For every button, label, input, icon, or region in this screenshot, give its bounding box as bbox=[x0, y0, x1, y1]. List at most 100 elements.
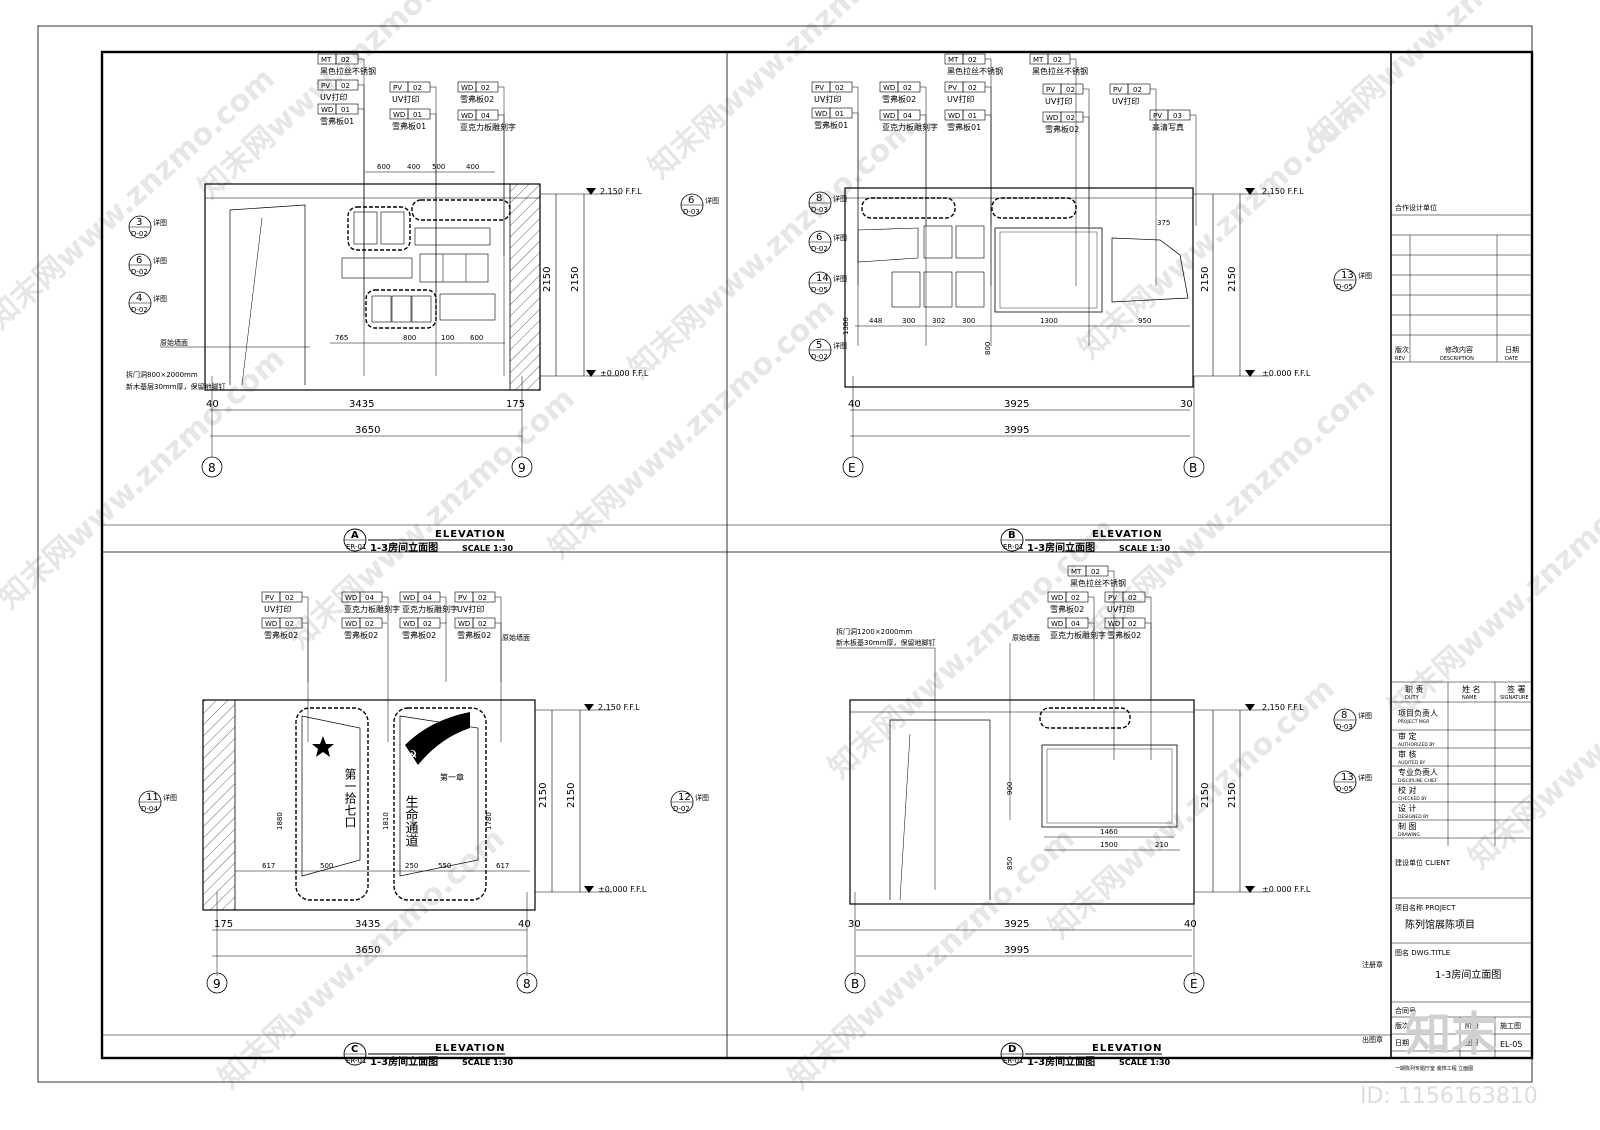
section-detail-label: 详图 bbox=[833, 194, 847, 203]
top-dim: 600 bbox=[377, 163, 390, 171]
callout-tag: WD bbox=[1051, 620, 1063, 628]
callout-tag: PV bbox=[265, 594, 274, 602]
callout-num: 02 bbox=[1066, 114, 1075, 122]
section-sheet: D-05 bbox=[1336, 785, 1353, 793]
height-dim-label: 2150 bbox=[1200, 783, 1211, 808]
inner-dim: 800 bbox=[403, 334, 416, 342]
elevation-letter: C bbox=[351, 1044, 358, 1055]
role-label: 项目负责人 bbox=[1398, 708, 1438, 718]
section-detail-label: 详图 bbox=[705, 196, 719, 205]
grid-bubble-icon bbox=[1183, 972, 1205, 994]
callout-tag: WD bbox=[1051, 594, 1063, 602]
section-detail-label: 详图 bbox=[153, 294, 167, 303]
elevation-scale: SCALE 1:30 bbox=[462, 544, 514, 553]
top-dim: 550 bbox=[438, 862, 451, 870]
title-block: 合作设计单位 版次 修改内容 日期 REV DESCRIPTION DATE 项… bbox=[1362, 51, 1533, 1072]
callout-num: 02 bbox=[968, 84, 977, 92]
display-board-inner bbox=[999, 231, 1098, 309]
text-panel bbox=[414, 227, 491, 246]
elevation-word: ELEVATION bbox=[1092, 529, 1162, 540]
section-sheet: D-04 bbox=[141, 805, 158, 813]
dim-total: 3650 bbox=[355, 945, 380, 956]
photo bbox=[955, 271, 985, 308]
callout-num: 02 bbox=[413, 84, 422, 92]
section-number: 14 bbox=[816, 273, 829, 284]
top-dim: 617 bbox=[496, 862, 509, 870]
photo bbox=[411, 295, 432, 323]
callout-label: 雪弗板02 bbox=[882, 94, 916, 104]
level-marker-icon bbox=[586, 370, 596, 377]
brand-logo: 知末 bbox=[1405, 1007, 1497, 1061]
callout-label: 雪弗板01 bbox=[947, 122, 981, 132]
callout-num: 01 bbox=[835, 110, 844, 118]
art-tag: 第一章 bbox=[440, 772, 464, 782]
dim-small-0: 30 bbox=[848, 919, 861, 930]
callout-tag: WD bbox=[265, 620, 277, 628]
callout-num: 01 bbox=[413, 111, 422, 119]
section-detail-label: 详图 bbox=[833, 233, 847, 242]
rev-header-0: 版次 bbox=[1395, 345, 1409, 354]
height-dim-label: 2150 bbox=[1227, 267, 1238, 292]
elevation-scale: SCALE 1:30 bbox=[1119, 544, 1171, 553]
revision-table bbox=[1391, 234, 1532, 363]
title-block-frame bbox=[1390, 51, 1533, 1059]
level-marker-icon bbox=[584, 886, 594, 893]
inner-dim: 1880 bbox=[276, 812, 284, 830]
callout-label: 雪弗板02 bbox=[402, 630, 436, 640]
elevation-subtitle: 1-3房间立面图 bbox=[370, 541, 438, 554]
callout-tag: WD bbox=[1046, 114, 1058, 122]
dim-small-0: 175 bbox=[214, 919, 233, 930]
door-opening bbox=[889, 719, 991, 900]
callout-tag: WD bbox=[815, 110, 827, 118]
callout-label: UV打印 bbox=[947, 94, 974, 104]
level-marker-icon bbox=[584, 704, 594, 711]
callout-label: UV打印 bbox=[814, 94, 841, 104]
watermark-layer: 知末网www.znzmo.com知末网www.znzmo.com知末网www.z… bbox=[0, 0, 1600, 1096]
role-label-en: PROJECT MGR bbox=[1398, 719, 1429, 725]
callout-tag: PV bbox=[458, 594, 467, 602]
callout-num: 02 bbox=[478, 594, 487, 602]
date-label: 日期 bbox=[1395, 1039, 1409, 1047]
inner-dim: 1380 bbox=[842, 317, 850, 335]
callout-tag: WD bbox=[461, 84, 473, 92]
callout-label: 亚克力板雕刻字 bbox=[402, 604, 458, 614]
callout-num: 02 bbox=[1053, 56, 1062, 64]
rev-header-en-1: DESCRIPTION bbox=[1440, 356, 1474, 362]
section-detail-label: 详图 bbox=[153, 218, 167, 227]
role-label-en: DISCIPLINE CHIEF bbox=[1398, 778, 1438, 784]
height-dim-label: 2150 bbox=[570, 267, 581, 292]
dim-small-2: 30 bbox=[1180, 399, 1193, 410]
stamp-label: 注册章 bbox=[1362, 960, 1383, 969]
wall-outline bbox=[202, 699, 536, 911]
callout-num: 02 bbox=[1128, 620, 1137, 628]
door-swing bbox=[899, 733, 911, 901]
callout-label: UV打印 bbox=[1045, 96, 1072, 106]
elevation-sheet-ref: ER-01 bbox=[1003, 543, 1023, 551]
section-detail-label: 详图 bbox=[833, 274, 847, 283]
level-marker-icon bbox=[1245, 704, 1255, 711]
grid-label: 9 bbox=[213, 977, 221, 991]
height-dim-label: 2150 bbox=[1200, 267, 1211, 292]
bottom-line: 一期陈列专题厅室 装饰工程 立面图 bbox=[1395, 1065, 1473, 1072]
elevation-subtitle: 1-3房间立面图 bbox=[1027, 541, 1095, 554]
elevation-a: 2.150 F.F.L ±0.000 F.F.L 2150 2150 40 34… bbox=[126, 163, 649, 478]
note-door-2: 新木基层30mm厚，保留地脚钉 bbox=[126, 382, 226, 391]
callout-tag: MT bbox=[1071, 568, 1082, 576]
role-label-en: DRAWING bbox=[1398, 832, 1420, 838]
sign-header-2: 签 署 bbox=[1507, 684, 1526, 694]
grid-bubble-icon bbox=[206, 972, 228, 994]
callout-num: 04 bbox=[481, 112, 490, 120]
callout-label: 黑色拉丝不锈钢 bbox=[1032, 66, 1088, 76]
dim-small-2: 40 bbox=[518, 919, 531, 930]
callout-num: 02 bbox=[1066, 86, 1075, 94]
top-dim: 448 bbox=[869, 317, 882, 325]
photo bbox=[923, 225, 953, 259]
callout-num: 02 bbox=[341, 82, 350, 90]
